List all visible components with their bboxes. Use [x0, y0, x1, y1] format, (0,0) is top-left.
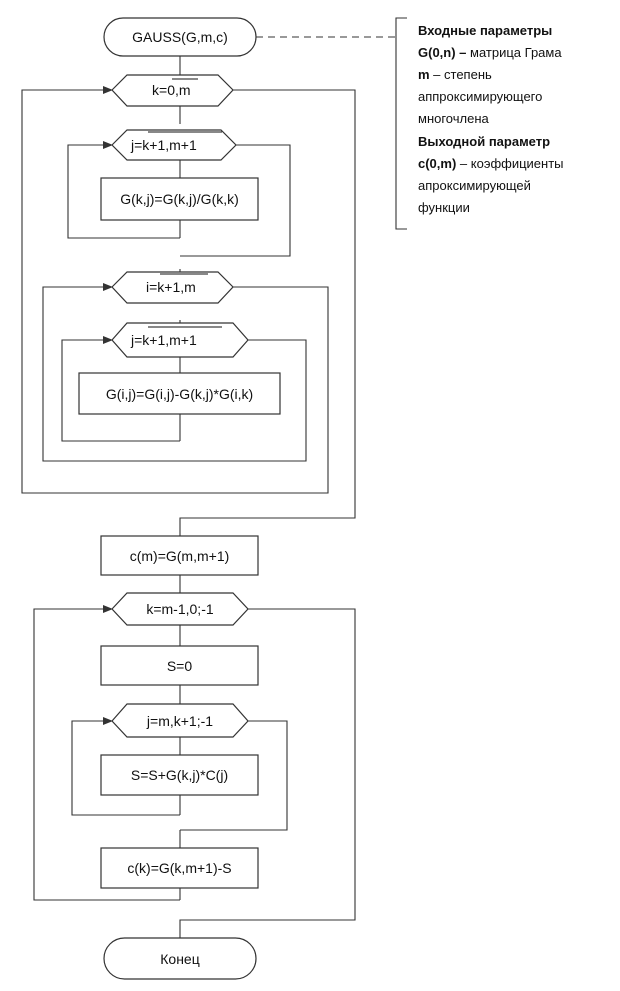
loop-j-normalize-range: k+1,m+1	[142, 137, 197, 153]
input-params-title: Входные параметры	[418, 23, 552, 38]
start-terminator: GAUSS(G,m,c)	[103, 17, 257, 57]
process-ck: c(k)=G(k,m+1)-S	[100, 847, 259, 889]
process-sum: S=S+G(k,j)*C(j)	[100, 754, 259, 796]
loop-j-normalize-var: j=	[130, 137, 142, 153]
loop-k-backward-label: k=m-1,0;-1	[146, 601, 214, 617]
parameters-annotation: Входные параметры G(0,n) – матрица Грама…	[418, 23, 564, 215]
process-cm: c(m)=G(m,m+1)	[100, 535, 259, 576]
process-s-init-label: S=0	[167, 658, 193, 674]
svg-text:i=k+1,m: i=k+1,m	[146, 279, 196, 295]
output-c-key: c(0,m)	[418, 156, 456, 171]
process-sum-label: S=S+G(k,j)*C(j)	[131, 767, 228, 783]
input-m-desc: – степень	[430, 67, 492, 82]
process-eliminate-label: G(i,j)=G(i,j)-G(k,j)*G(i,k)	[106, 386, 253, 402]
loop-i-var: i=	[146, 279, 157, 295]
input-m-line3: многочлена	[418, 111, 490, 126]
svg-text:k=0,m: k=0,m	[152, 82, 191, 98]
svg-text:j=k+1,m+1: j=k+1,m+1	[130, 137, 197, 153]
loop-j-backward-label: j=m,k+1;-1	[146, 713, 213, 729]
output-c-line2: апроксимирующей	[418, 178, 531, 193]
svg-text:c(0,m) – коэффициенты: c(0,m) – коэффициенты	[418, 156, 564, 171]
output-params-title: Выходной параметр	[418, 134, 550, 149]
loop-k-forward-range: 0,m	[167, 82, 190, 98]
loop-j-eliminate: j=k+1,m+1	[111, 322, 249, 358]
input-g-desc: матрица Грама	[466, 45, 562, 60]
loop-k-forward-var: k=	[152, 82, 167, 98]
loop-j-normalize: j=k+1,m+1	[111, 129, 237, 161]
process-ck-label: c(k)=G(k,m+1)-S	[127, 860, 231, 876]
loop-k-forward: k=0,m	[111, 74, 234, 107]
input-m-line2: аппроксимирующего	[418, 89, 542, 104]
end-terminator: Конец	[103, 937, 257, 980]
loop-k-backward: k=m-1,0;-1	[111, 592, 249, 626]
process-normalize-label: G(k,j)=G(k,j)/G(k,k)	[120, 191, 239, 207]
loop-i: i=k+1,m	[111, 271, 234, 304]
process-cm-label: c(m)=G(m,m+1)	[130, 548, 230, 564]
end-label: Конец	[160, 951, 199, 967]
loop-j-eliminate-range: k+1,m+1	[142, 332, 197, 348]
svg-text:G(0,n) – матрица Грама: G(0,n) – матрица Грама	[418, 45, 562, 60]
loop-j-eliminate-var: j=	[130, 332, 142, 348]
svg-text:j=k+1,m+1: j=k+1,m+1	[130, 332, 197, 348]
output-c-desc: – коэффициенты	[456, 156, 563, 171]
process-eliminate: G(i,j)=G(i,j)-G(k,j)*G(i,k)	[78, 372, 281, 415]
loop-i-range: k+1,m	[157, 279, 196, 295]
process-normalize: G(k,j)=G(k,j)/G(k,k)	[100, 177, 259, 221]
input-g-key: G(0,n) –	[418, 45, 466, 60]
svg-text:m – степень: m – степень	[418, 67, 492, 82]
start-label: GAUSS(G,m,c)	[132, 29, 228, 45]
output-c-line3: функции	[418, 200, 470, 215]
loop-j-backward: j=m,k+1;-1	[111, 703, 249, 738]
input-m-key: m	[418, 67, 430, 82]
process-s-init: S=0	[100, 645, 259, 686]
